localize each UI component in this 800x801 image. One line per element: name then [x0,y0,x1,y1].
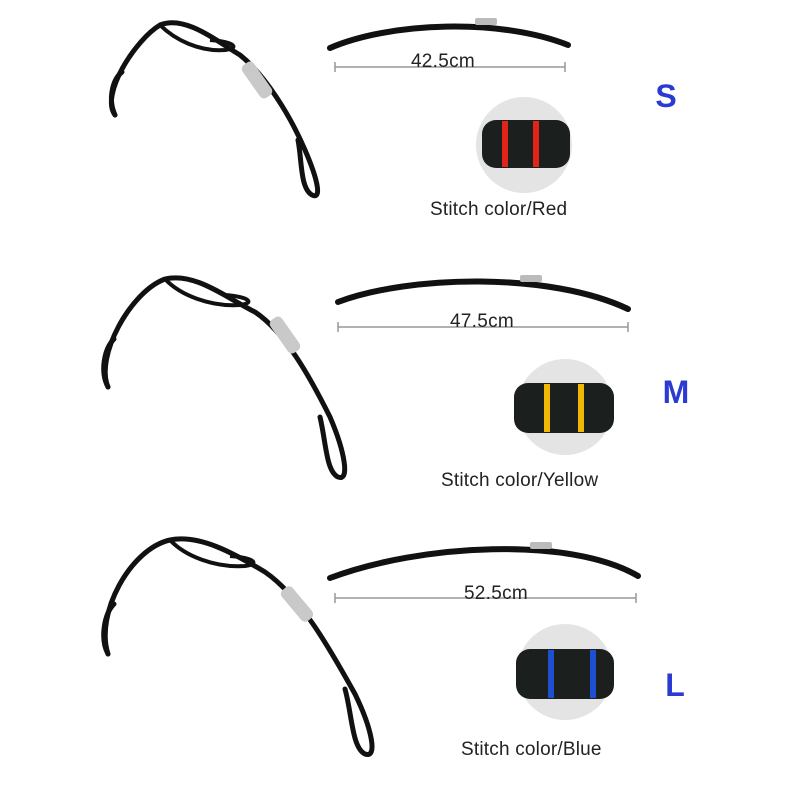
strap-buckle [241,61,273,99]
size-panel-m: 47.5cm Stitch color/Yellow M [0,267,800,534]
size-letter: L [665,667,685,703]
size-letter: M [662,374,690,410]
stitch-mark [533,121,539,167]
length-label: 47.5cm [449,311,515,332]
stitch-mark [548,650,554,698]
stitch-mark [578,384,584,432]
stitch-color-label: Stitch color/Red [430,199,568,220]
stitch-mark [544,384,550,432]
strap-illustration-m [101,275,631,480]
length-label: 42.5cm [410,51,476,72]
stitch-mark [590,650,596,698]
size-panel-s: 42.5cm Stitch color/Red S [0,0,800,267]
strap-illustration-s [108,18,572,199]
size-letter: S [655,78,677,114]
length-label: 52.5cm [463,583,529,604]
strap-illustration-l [101,536,641,757]
stitch-color-label: Stitch color/Yellow [441,470,599,491]
stitch-mark [502,121,508,167]
stitch-color-label: Stitch color/Blue [461,739,602,760]
size-panel-l: 52.5cm Stitch color/Blue L [0,534,800,801]
